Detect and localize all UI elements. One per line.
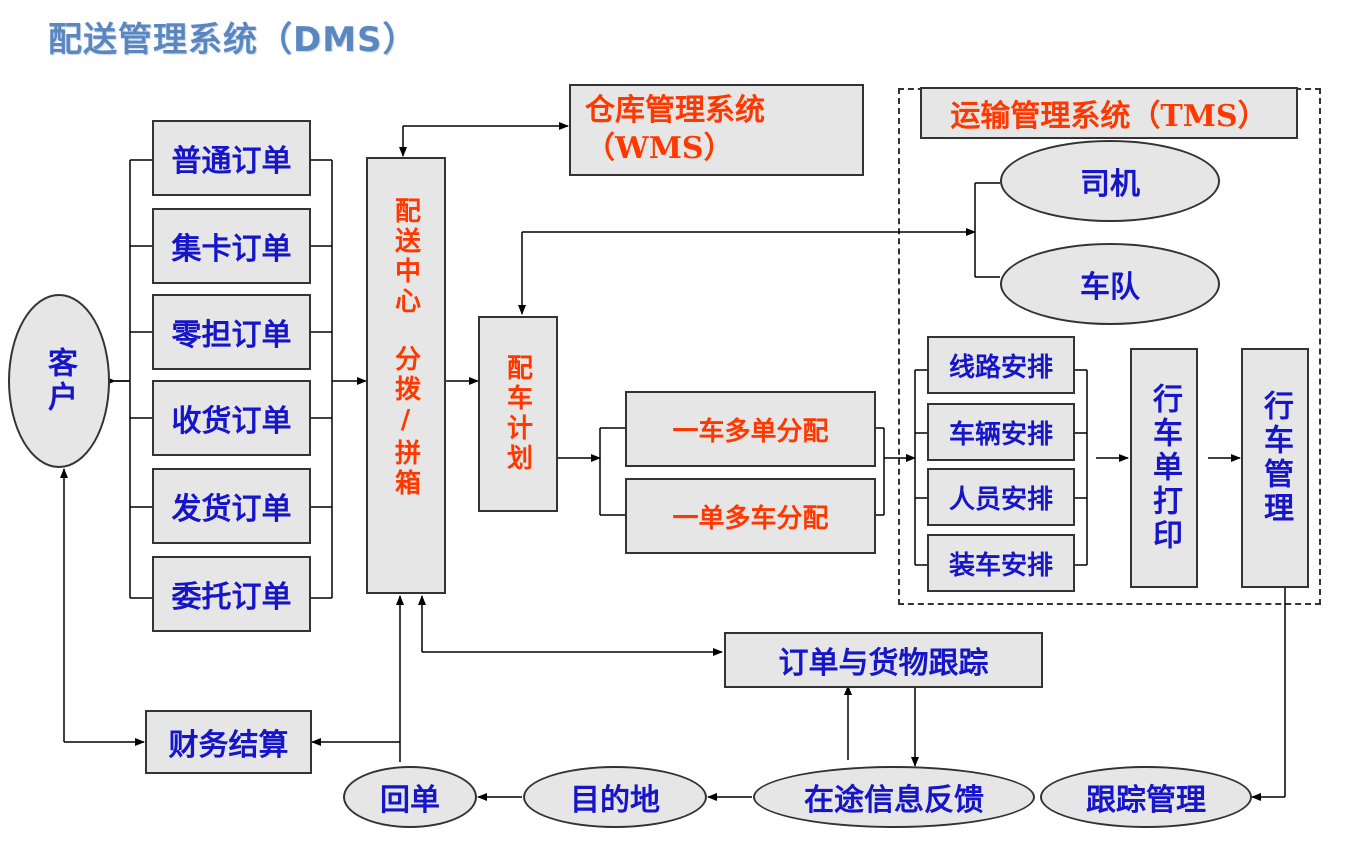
order-container: 集卡订单 <box>152 208 311 284</box>
destination-node: 目的地 <box>523 766 707 828</box>
driver-node: 司机 <box>1000 140 1220 222</box>
finance-settlement: 财务结算 <box>145 710 312 774</box>
order-ltl: 零担订单 <box>152 294 311 370</box>
page-title: 配送管理系统（DMS） <box>48 20 418 60</box>
order-cargo-tracking: 订单与货物跟踪 <box>724 632 1043 688</box>
trip-management: 行车管理 <box>1241 348 1309 588</box>
loading-arrange: 装车安排 <box>927 534 1075 592</box>
order-shipping: 发货订单 <box>152 468 311 544</box>
wms-box: 仓库管理系统 （WMS） <box>569 84 864 176</box>
dc-label: 配送中心 <box>390 197 421 317</box>
assign-one-vehicle-multi-order: 一车多单分配 <box>625 391 876 467</box>
wms-code: （WMS） <box>585 131 734 166</box>
distribution-center: 配送中心 分拨/拼箱 <box>366 157 446 594</box>
tracking-management-node: 跟踪管理 <box>1040 766 1252 828</box>
order-consigned: 委托订单 <box>152 556 311 632</box>
receipt-node: 回单 <box>343 766 477 828</box>
fleet-node: 车队 <box>1000 243 1220 325</box>
route-arrange: 线路安排 <box>927 336 1075 394</box>
vehicle-plan-label: 配车计划 <box>502 354 533 474</box>
customer-node: 客户 <box>8 294 110 468</box>
vehicle-plan: 配车计划 <box>478 316 558 512</box>
staff-arrange: 人员安排 <box>927 468 1075 526</box>
wms-label: 仓库管理系统 <box>585 93 765 128</box>
assign-one-order-multi-vehicle: 一单多车分配 <box>625 478 876 554</box>
order-receiving: 收货订单 <box>152 380 311 456</box>
trip-management-label: 行车管理 <box>1258 390 1293 526</box>
trip-sheet-print-label: 行车单打印 <box>1147 383 1182 553</box>
order-regular: 普通订单 <box>152 120 311 196</box>
vehicle-arrange: 车辆安排 <box>927 403 1075 461</box>
dc-sub-label: 分拨/拼箱 <box>390 345 421 499</box>
in-transit-feedback-node: 在途信息反馈 <box>753 766 1035 828</box>
tms-title: 运输管理系统（TMS） <box>920 87 1298 139</box>
trip-sheet-print: 行车单打印 <box>1130 348 1198 588</box>
